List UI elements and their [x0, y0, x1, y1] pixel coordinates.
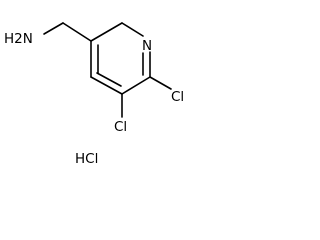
bond-c6-cl [149, 76, 172, 90]
bond-c3-c2 [90, 22, 123, 42]
salt-label: HCl [75, 151, 98, 167]
chloro-6-label: Cl [171, 89, 184, 105]
amine-label: H2N [4, 31, 33, 47]
bond-c5-c4 [90, 76, 123, 95]
bond-amine-ch2 [43, 22, 64, 35]
chloro-5-label: Cl [114, 119, 127, 135]
molecule-structure: H2N N Cl Cl HCl [4, 22, 184, 167]
bond-ch2-ring [62, 22, 92, 42]
bond-c5-c4-inner [96, 72, 122, 87]
ring-nitrogen-label: N [142, 38, 152, 54]
bond-c2-n1 [121, 22, 144, 37]
bond-c6-c5 [121, 76, 151, 95]
